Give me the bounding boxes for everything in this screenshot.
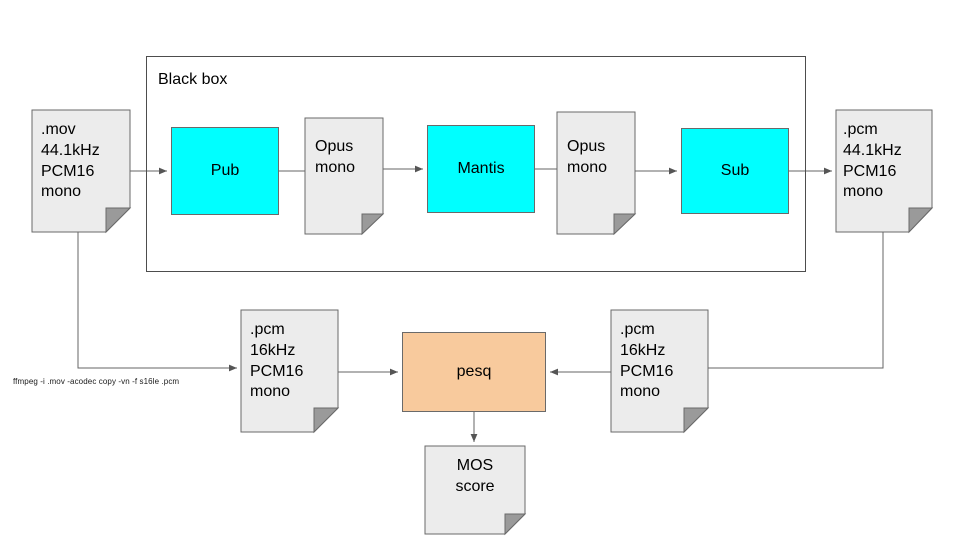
document-shape-source-mov bbox=[31, 109, 132, 234]
process-pesq[interactable]: pesq bbox=[402, 332, 546, 412]
ffmpeg-command-label: ffmpeg -i .mov -acodec copy -vn -f s16le… bbox=[13, 377, 180, 386]
process-mantis[interactable]: Mantis bbox=[427, 125, 535, 213]
black-box-group bbox=[146, 56, 806, 272]
process-sub[interactable]: Sub bbox=[681, 128, 789, 214]
process-pesq-label: pesq bbox=[456, 362, 492, 380]
process-mantis-label: Mantis bbox=[457, 159, 505, 177]
edge-mov-to-refpcm bbox=[77, 232, 237, 372]
document-shape-deg-pcm bbox=[610, 309, 710, 434]
document-shape-opus-2 bbox=[556, 111, 637, 236]
document-shape-ref-pcm bbox=[240, 309, 340, 434]
document-shape-mos-score bbox=[424, 445, 527, 536]
edge-outpcm-to-degpcm bbox=[708, 232, 884, 369]
process-pub-label: Pub bbox=[210, 161, 240, 179]
document-shape-output-pcm bbox=[835, 109, 934, 234]
process-pub[interactable]: Pub bbox=[171, 127, 279, 215]
document-shape-opus-1 bbox=[304, 117, 385, 236]
black-box-label: Black box bbox=[158, 71, 228, 88]
process-sub-label: Sub bbox=[720, 161, 750, 179]
